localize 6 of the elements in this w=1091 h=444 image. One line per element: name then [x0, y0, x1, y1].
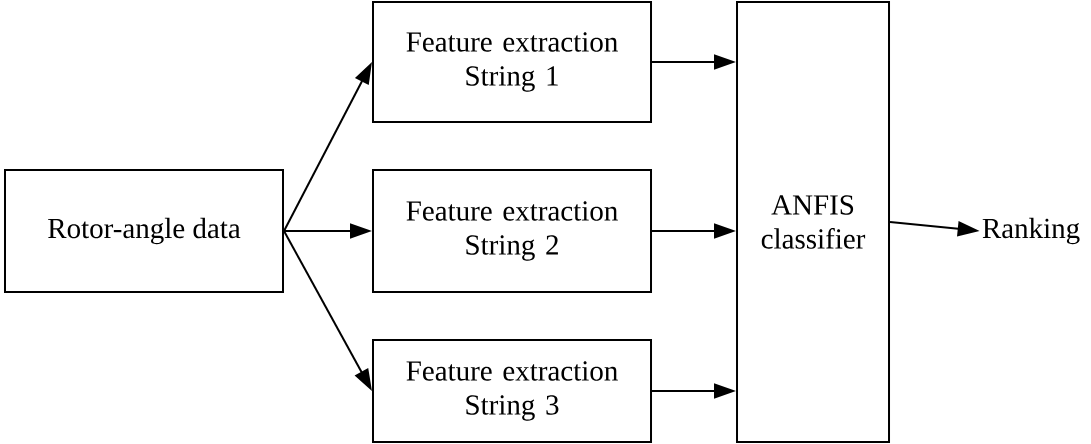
- process-box: Feature extraction String 1: [372, 1, 652, 123]
- process-box: ANFIS classifier: [736, 1, 890, 443]
- process-box: Feature extraction String 3: [372, 339, 652, 443]
- process-box: Rotor-angle data: [4, 169, 284, 293]
- process-box: Feature extraction String 2: [372, 169, 652, 293]
- output-label: Ranking: [982, 217, 1080, 245]
